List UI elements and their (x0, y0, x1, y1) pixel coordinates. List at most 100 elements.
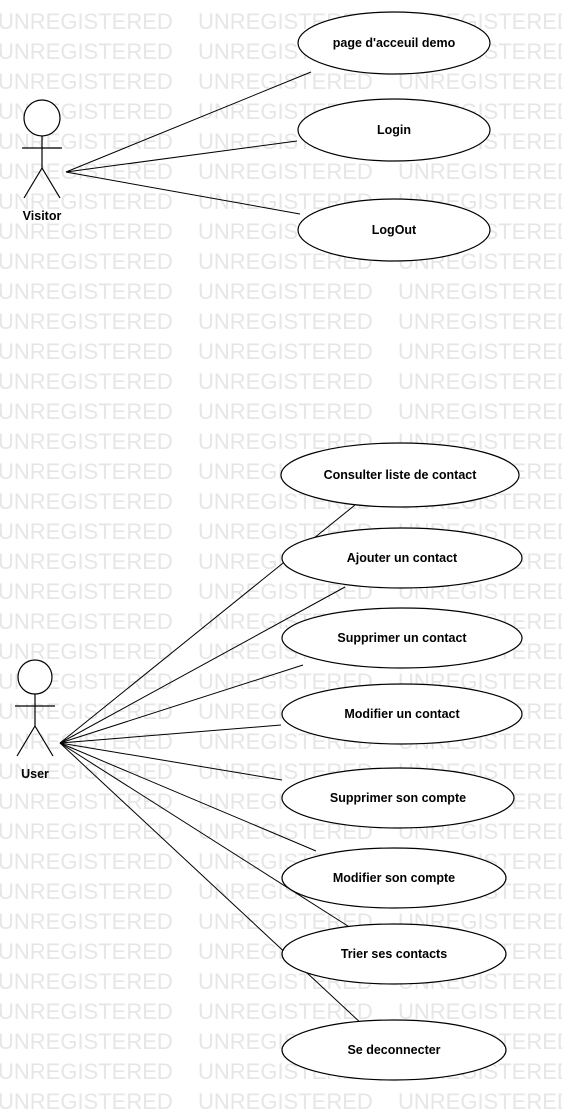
watermark-text: UNREGISTERED (0, 399, 173, 424)
watermark-text: UNREGISTERED (0, 1029, 173, 1054)
watermark-text: UNREGISTERED (0, 69, 173, 94)
watermark-text: UNREGISTERED (0, 159, 173, 184)
watermark-text: UNREGISTERED (0, 279, 173, 304)
use-case-ellipse[interactable] (297, 198, 491, 262)
watermark-text: UNREGISTERED (0, 39, 173, 64)
watermark-text: UNREGISTERED (0, 249, 173, 274)
use-case-ellipse[interactable] (281, 923, 507, 985)
use-case-label: LogOut (372, 223, 417, 237)
watermark-text: UNREGISTERED (198, 279, 373, 304)
watermark-text: UNREGISTERED (0, 219, 173, 244)
use-case-ellipse[interactable] (280, 442, 520, 508)
actor-visitor: Visitor (22, 99, 62, 223)
watermark-text: UNREGISTERED (0, 489, 173, 514)
watermark-text: UNREGISTERED (198, 339, 373, 364)
use-case-ellipse[interactable] (281, 767, 515, 829)
watermark-text: UNREGISTERED (0, 429, 173, 454)
association-user-ajouter (59, 586, 346, 744)
use-case-label: Login (377, 123, 411, 137)
association-visitor-page-accueil (65, 71, 312, 173)
actor-leg-right (34, 725, 54, 757)
use-case-supprimer-compte[interactable]: Supprimer son compte (281, 767, 515, 829)
watermark-text: UNREGISTERED (0, 1089, 173, 1114)
watermark-text: UNREGISTERED (198, 1089, 373, 1114)
use-case-label: Consulter liste de contact (324, 468, 478, 482)
use-case-ellipse[interactable] (281, 527, 523, 589)
use-case-label: Supprimer son compte (330, 791, 466, 805)
watermark-text: UNREGISTERED (398, 159, 562, 184)
use-case-label: Modifier son compte (333, 871, 455, 885)
association-user-trier (59, 742, 352, 929)
use-case-supprimer-contact[interactable]: Supprimer un contact (281, 607, 523, 669)
use-case-logout[interactable]: LogOut (297, 198, 491, 262)
association-visitor-logout (65, 171, 301, 215)
watermark-text: UNREGISTERED (0, 519, 173, 544)
actor-leg-left (23, 167, 43, 199)
watermark-text: UNREGISTERED (0, 309, 173, 334)
watermark-text: UNREGISTERED (198, 159, 373, 184)
watermark-layer: UNREGISTERED UNREGISTERED UNREGISTERED UNRE… (0, 9, 562, 1114)
watermark-text: UNREGISTERED (0, 729, 173, 754)
use-case-ellipse[interactable] (281, 847, 507, 909)
watermark-text: UNREGISTERED (398, 1089, 562, 1114)
use-case-label: Se deconnecter (347, 1043, 440, 1057)
watermark-text: UNREGISTERED (0, 819, 173, 844)
use-case-page-accueil[interactable]: page d'acceuil demo (297, 11, 491, 75)
watermark-text: UNREGISTERED (0, 879, 173, 904)
watermark-text: UNREGISTERED (398, 399, 562, 424)
use-case-label: Trier ses contacts (341, 947, 447, 961)
association-user-supprimer-contact (59, 664, 304, 744)
use-case-label: page d'acceuil demo (333, 36, 456, 50)
watermark-text: UNREGISTERED (0, 369, 173, 394)
use-case-label: Modifier un contact (344, 707, 460, 721)
association-user-modifier-compte (59, 742, 317, 852)
watermark-text: UNREGISTERED (0, 1059, 173, 1084)
use-case-deconnecter[interactable]: Se deconnecter (281, 1019, 507, 1081)
watermark-text: UNREGISTERED (0, 549, 173, 574)
use-case-ajouter[interactable]: Ajouter un contact (281, 527, 523, 589)
use-case-login[interactable]: Login (297, 98, 491, 162)
actor-leg-right (41, 167, 61, 199)
watermark-text: UNREGISTERED (0, 639, 173, 664)
watermark-text: UNREGISTERED (0, 9, 173, 34)
use-case-label: Supprimer un contact (337, 631, 467, 645)
watermark-text: UNREGISTERED (0, 339, 173, 364)
watermark-text: UNREGISTERED (198, 369, 373, 394)
actor-label: Visitor (23, 209, 62, 223)
use-case-ellipse[interactable] (281, 607, 523, 669)
watermark-text: UNREGISTERED (0, 699, 173, 724)
watermark-text: UNREGISTERED (198, 399, 373, 424)
association-layer (59, 71, 364, 1026)
watermark-text: UNREGISTERED (0, 189, 173, 214)
use-case-ellipse[interactable] (297, 11, 491, 75)
watermark-text: UNREGISTERED (0, 999, 173, 1024)
watermark-text: UNREGISTERED (0, 789, 173, 814)
watermark-text: UNREGISTERED (0, 609, 173, 634)
watermark-text: UNREGISTERED (0, 129, 173, 154)
association-user-deconnecter (59, 742, 364, 1026)
use-case-ellipse[interactable] (281, 683, 523, 745)
watermark-text: UNREGISTERED (198, 999, 373, 1024)
watermark-text: UNREGISTERED (398, 309, 562, 334)
watermark-text: UNREGISTERED (398, 369, 562, 394)
watermark-text: UNREGISTERED (0, 459, 173, 484)
use-case-modifier-compte[interactable]: Modifier son compte (281, 847, 507, 909)
use-case-ellipse[interactable] (297, 98, 491, 162)
watermark-text: UNREGISTERED (198, 69, 373, 94)
watermark-text: UNREGISTERED (0, 909, 173, 934)
use-case-trier[interactable]: Trier ses contacts (281, 923, 507, 985)
actor-head (17, 659, 53, 695)
watermark-text: UNREGISTERED (0, 759, 173, 784)
watermark-text: UNREGISTERED (398, 69, 562, 94)
actor-label: User (21, 767, 49, 781)
use-case-ellipse[interactable] (281, 1019, 507, 1081)
watermark-text: UNREGISTERED (0, 579, 173, 604)
use-case-consulter[interactable]: Consulter liste de contact (280, 442, 520, 508)
use-case-modifier-contact[interactable]: Modifier un contact (281, 683, 523, 745)
watermark-text: UNREGISTERED (0, 849, 173, 874)
watermark-text: UNREGISTERED (0, 969, 173, 994)
actor-user: User (15, 659, 55, 781)
association-visitor-login (65, 140, 298, 173)
watermark-text: UNREGISTERED (398, 339, 562, 364)
